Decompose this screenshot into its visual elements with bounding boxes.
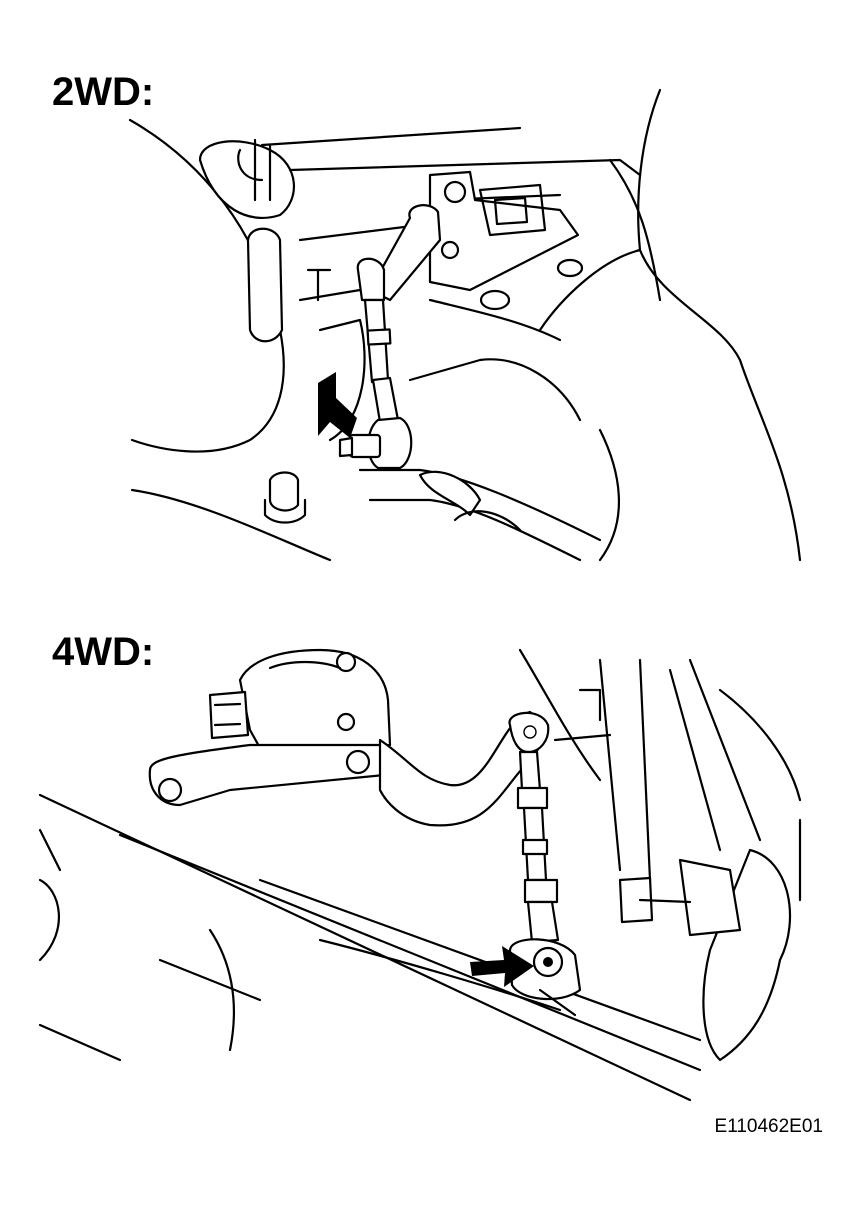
frame-4wd-background (38, 648, 802, 1102)
section-label-2wd: 2WD: (52, 70, 155, 114)
arrow-2wd-icon (318, 372, 357, 438)
section-label-4wd: 4WD: (52, 630, 155, 674)
arrow-4wd-icon (470, 946, 534, 987)
figure-code: E110462E01 (714, 1116, 823, 1137)
frame-2wd-background (128, 88, 802, 562)
